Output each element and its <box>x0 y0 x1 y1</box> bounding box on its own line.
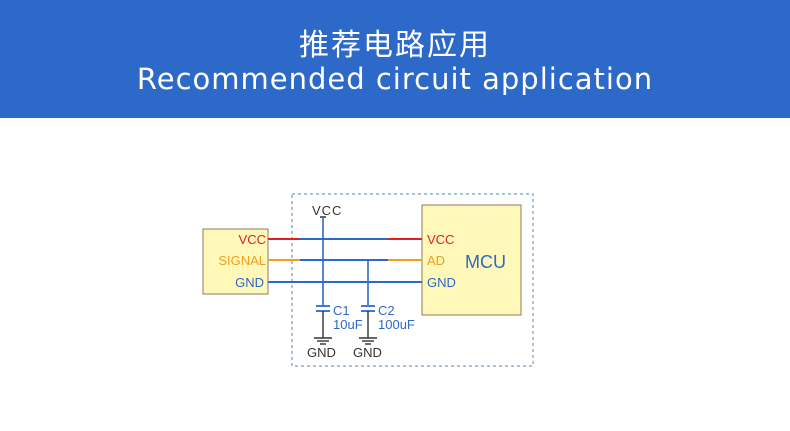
sensor-pin-gnd: GND <box>235 275 264 290</box>
power-label-vcc: VCC <box>312 203 342 218</box>
mcu-pin-ad: AD <box>427 253 445 268</box>
title-chinese: 推荐电路应用 <box>299 28 491 63</box>
c1-ground-label: GND <box>307 345 336 360</box>
sensor-pin-vcc: VCC <box>239 232 266 247</box>
mcu-pin-vcc: VCC <box>427 232 454 247</box>
c1-ref: C1 <box>333 303 350 318</box>
header-banner: 推荐电路应用 Recommended circuit application <box>0 0 790 118</box>
mcu-pin-gnd: GND <box>427 275 456 290</box>
mcu-label: MCU <box>465 252 506 272</box>
circuit-boundary <box>291 193 534 367</box>
c1-value: 10uF <box>333 317 363 332</box>
sensor-pin-signal: SIGNAL <box>218 253 266 268</box>
c1-ground-symbol <box>314 337 332 345</box>
sensor-module-box <box>202 228 269 295</box>
c2-ref: C2 <box>378 303 395 318</box>
title-english: Recommended circuit application <box>136 62 654 96</box>
c2-ground-label: GND <box>353 345 382 360</box>
c2-value: 100uF <box>378 317 415 332</box>
c2-ground-symbol <box>359 337 377 345</box>
